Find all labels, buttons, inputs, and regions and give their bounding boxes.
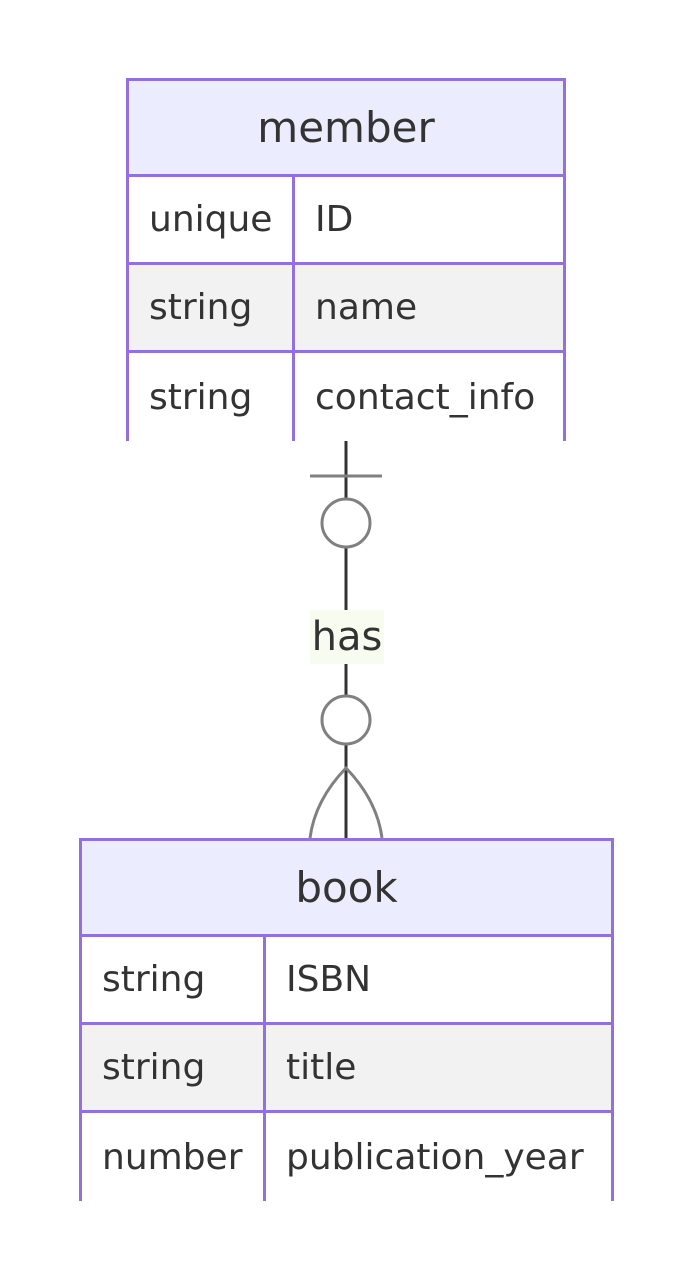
attribute-row: string ISBN: [82, 937, 611, 1025]
attribute-row: string title: [82, 1025, 611, 1113]
attribute-type: number: [82, 1113, 266, 1201]
attribute-type: string: [129, 353, 295, 441]
attribute-type: string: [82, 937, 266, 1022]
cardinality-circle-zero-bottom: [320, 694, 372, 746]
attribute-type: string: [82, 1025, 266, 1110]
entity-book-title: book: [82, 841, 611, 937]
cardinality-circle-zero-top: [320, 497, 372, 549]
attribute-row: unique ID: [129, 177, 563, 265]
relationship-label: has: [310, 610, 384, 664]
attribute-name: ISBN: [286, 959, 372, 1000]
attribute-name: publication_year: [286, 1136, 584, 1178]
attribute-row: string contact_info: [129, 353, 563, 441]
entity-member-title: member: [129, 81, 563, 177]
entity-member[interactable]: member unique ID string name string cont…: [126, 78, 566, 441]
attribute-name: name: [315, 287, 418, 328]
attribute-type: string: [129, 265, 295, 350]
attribute-row: number publication_year: [82, 1113, 611, 1201]
cardinality-crowfoot-many: [308, 765, 384, 839]
entity-book[interactable]: book string ISBN string title number pub…: [79, 838, 614, 1201]
attribute-row: string name: [129, 265, 563, 353]
attribute-type: unique: [129, 177, 295, 262]
attribute-name: contact_info: [315, 376, 536, 418]
attribute-name: title: [286, 1047, 357, 1088]
attribute-name: ID: [315, 199, 354, 240]
